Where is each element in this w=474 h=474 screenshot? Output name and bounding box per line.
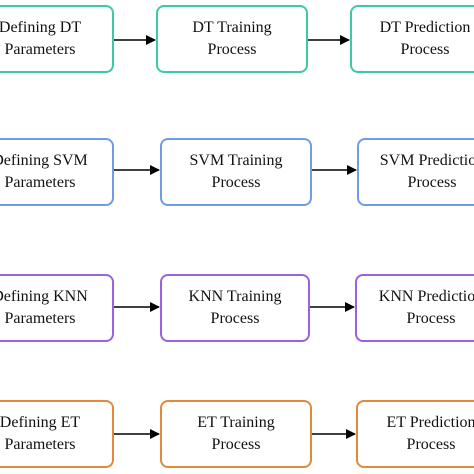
et-training-box: ET Training Process: [160, 400, 312, 468]
box-label-line1: KNN Training: [188, 288, 282, 305]
box-label-line1: Defining SVM: [0, 152, 88, 169]
box-label-line2: Parameters: [4, 41, 76, 58]
box-label-line1: DT Training: [192, 19, 272, 36]
dt-training-box: DT Training Process: [156, 5, 308, 73]
define-svm-box: Defining SVM Parameters: [0, 138, 114, 206]
box-label-line1: SVM Prediction: [379, 152, 474, 169]
knn-prediction-box: KNN Prediction Process: [355, 274, 474, 342]
box-label-line1: KNN Prediction: [378, 288, 474, 305]
box-label-line2: Process: [406, 436, 456, 453]
box-label-line1: DT Prediction: [379, 19, 471, 36]
svm-prediction-box: SVM Prediction Process: [357, 138, 474, 206]
box-label-line2: Parameters: [4, 174, 76, 191]
box-label-line2: Process: [211, 436, 261, 453]
box-label-line1: ET Prediction: [386, 414, 474, 431]
box-label-line2: Process: [211, 174, 261, 191]
box-label-line2: Process: [407, 174, 457, 191]
et-prediction-box: ET Prediction Process: [356, 400, 474, 468]
box-label-line2: Process: [207, 41, 257, 58]
box-label-line2: Parameters: [4, 310, 76, 327]
box-label-line2: Process: [406, 310, 456, 327]
box-label-line1: Defining ET: [0, 414, 81, 431]
svm-training-box: SVM Training Process: [160, 138, 312, 206]
box-label-line1: Defining KNN: [0, 288, 88, 305]
box-label-line1: SVM Training: [189, 152, 283, 169]
box-label-line1: ET Training: [197, 414, 275, 431]
box-label-line2: Parameters: [4, 436, 76, 453]
dt-prediction-box: DT Prediction Process: [350, 5, 474, 73]
box-label-line2: Process: [210, 310, 260, 327]
define-dt-box: Defining DT Parameters: [0, 5, 114, 73]
box-label-line2: Process: [400, 41, 450, 58]
define-knn-box: Defining KNN Parameters: [0, 274, 114, 342]
define-et-box: Defining ET Parameters: [0, 400, 114, 468]
box-label-line1: Defining DT: [0, 19, 82, 36]
knn-training-box: KNN Training Process: [160, 274, 310, 342]
